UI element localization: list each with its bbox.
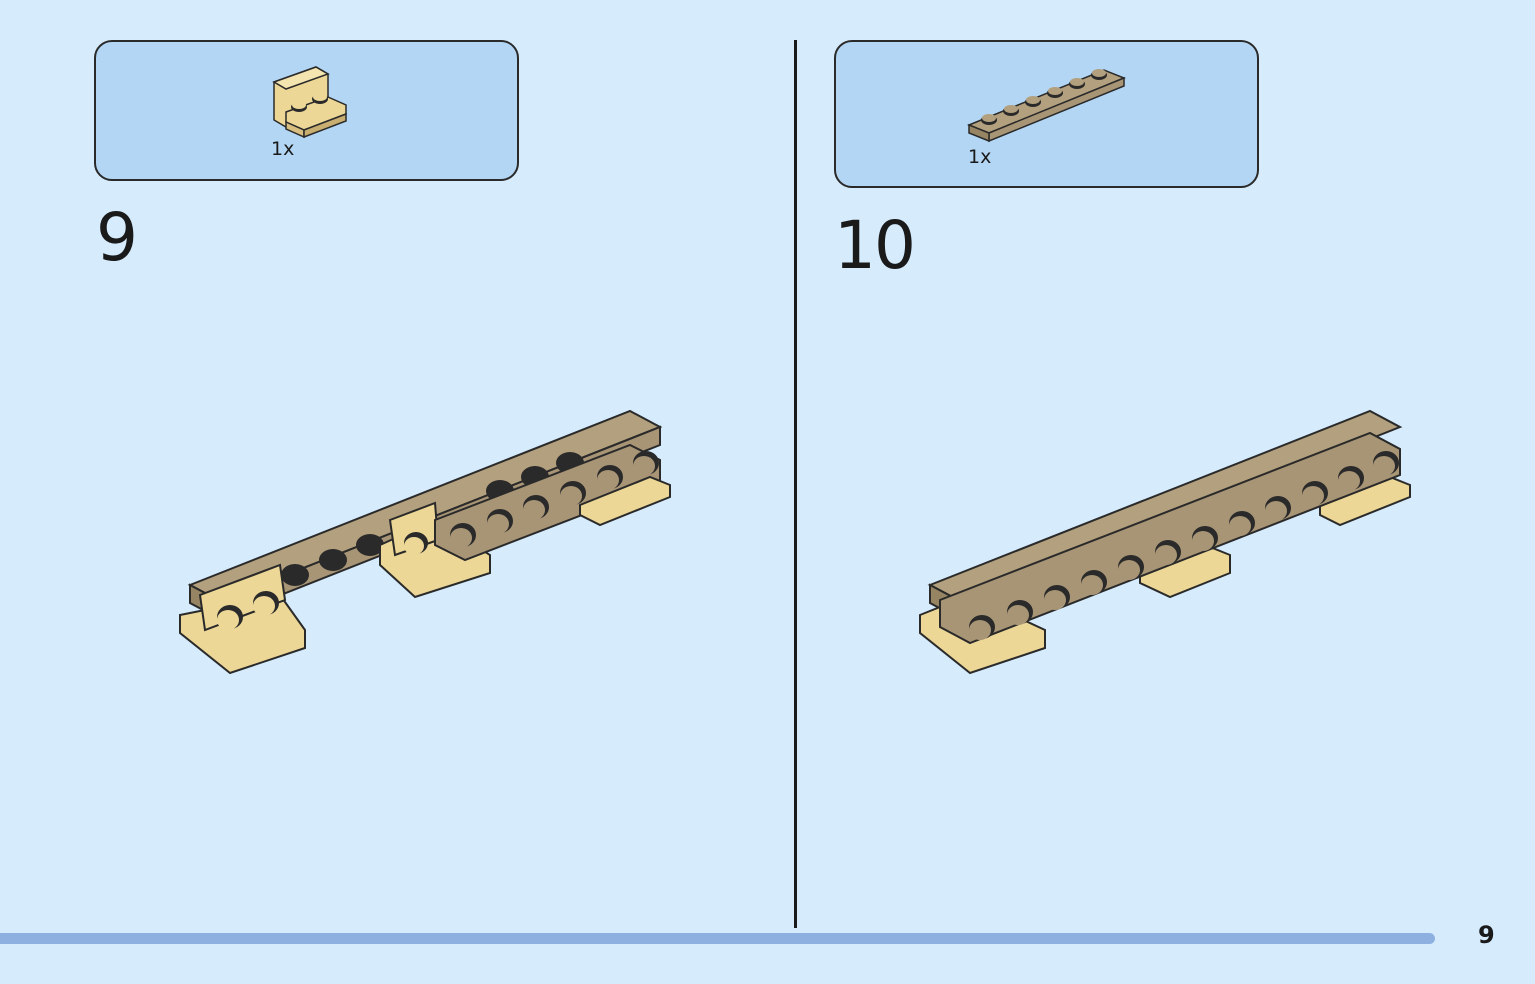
page-divider [794, 40, 797, 928]
step-10-number: 10 [834, 207, 916, 284]
step-10-assembly-illustration [919, 409, 1411, 675]
step-9-parts-callout: 1x [94, 40, 519, 181]
bracket-1x2-2x2-icon [272, 66, 347, 139]
step-9-part-qty: 1x [271, 138, 295, 160]
plate-1x6-icon [966, 69, 1127, 143]
footer-bar [0, 933, 1435, 944]
step-9-number: 9 [96, 199, 138, 276]
step-9-assembly-illustration [179, 409, 671, 675]
step-10-part-qty: 1x [968, 146, 992, 168]
step-10-parts-callout: 1x [834, 40, 1259, 188]
page-number: 9 [1478, 921, 1495, 949]
